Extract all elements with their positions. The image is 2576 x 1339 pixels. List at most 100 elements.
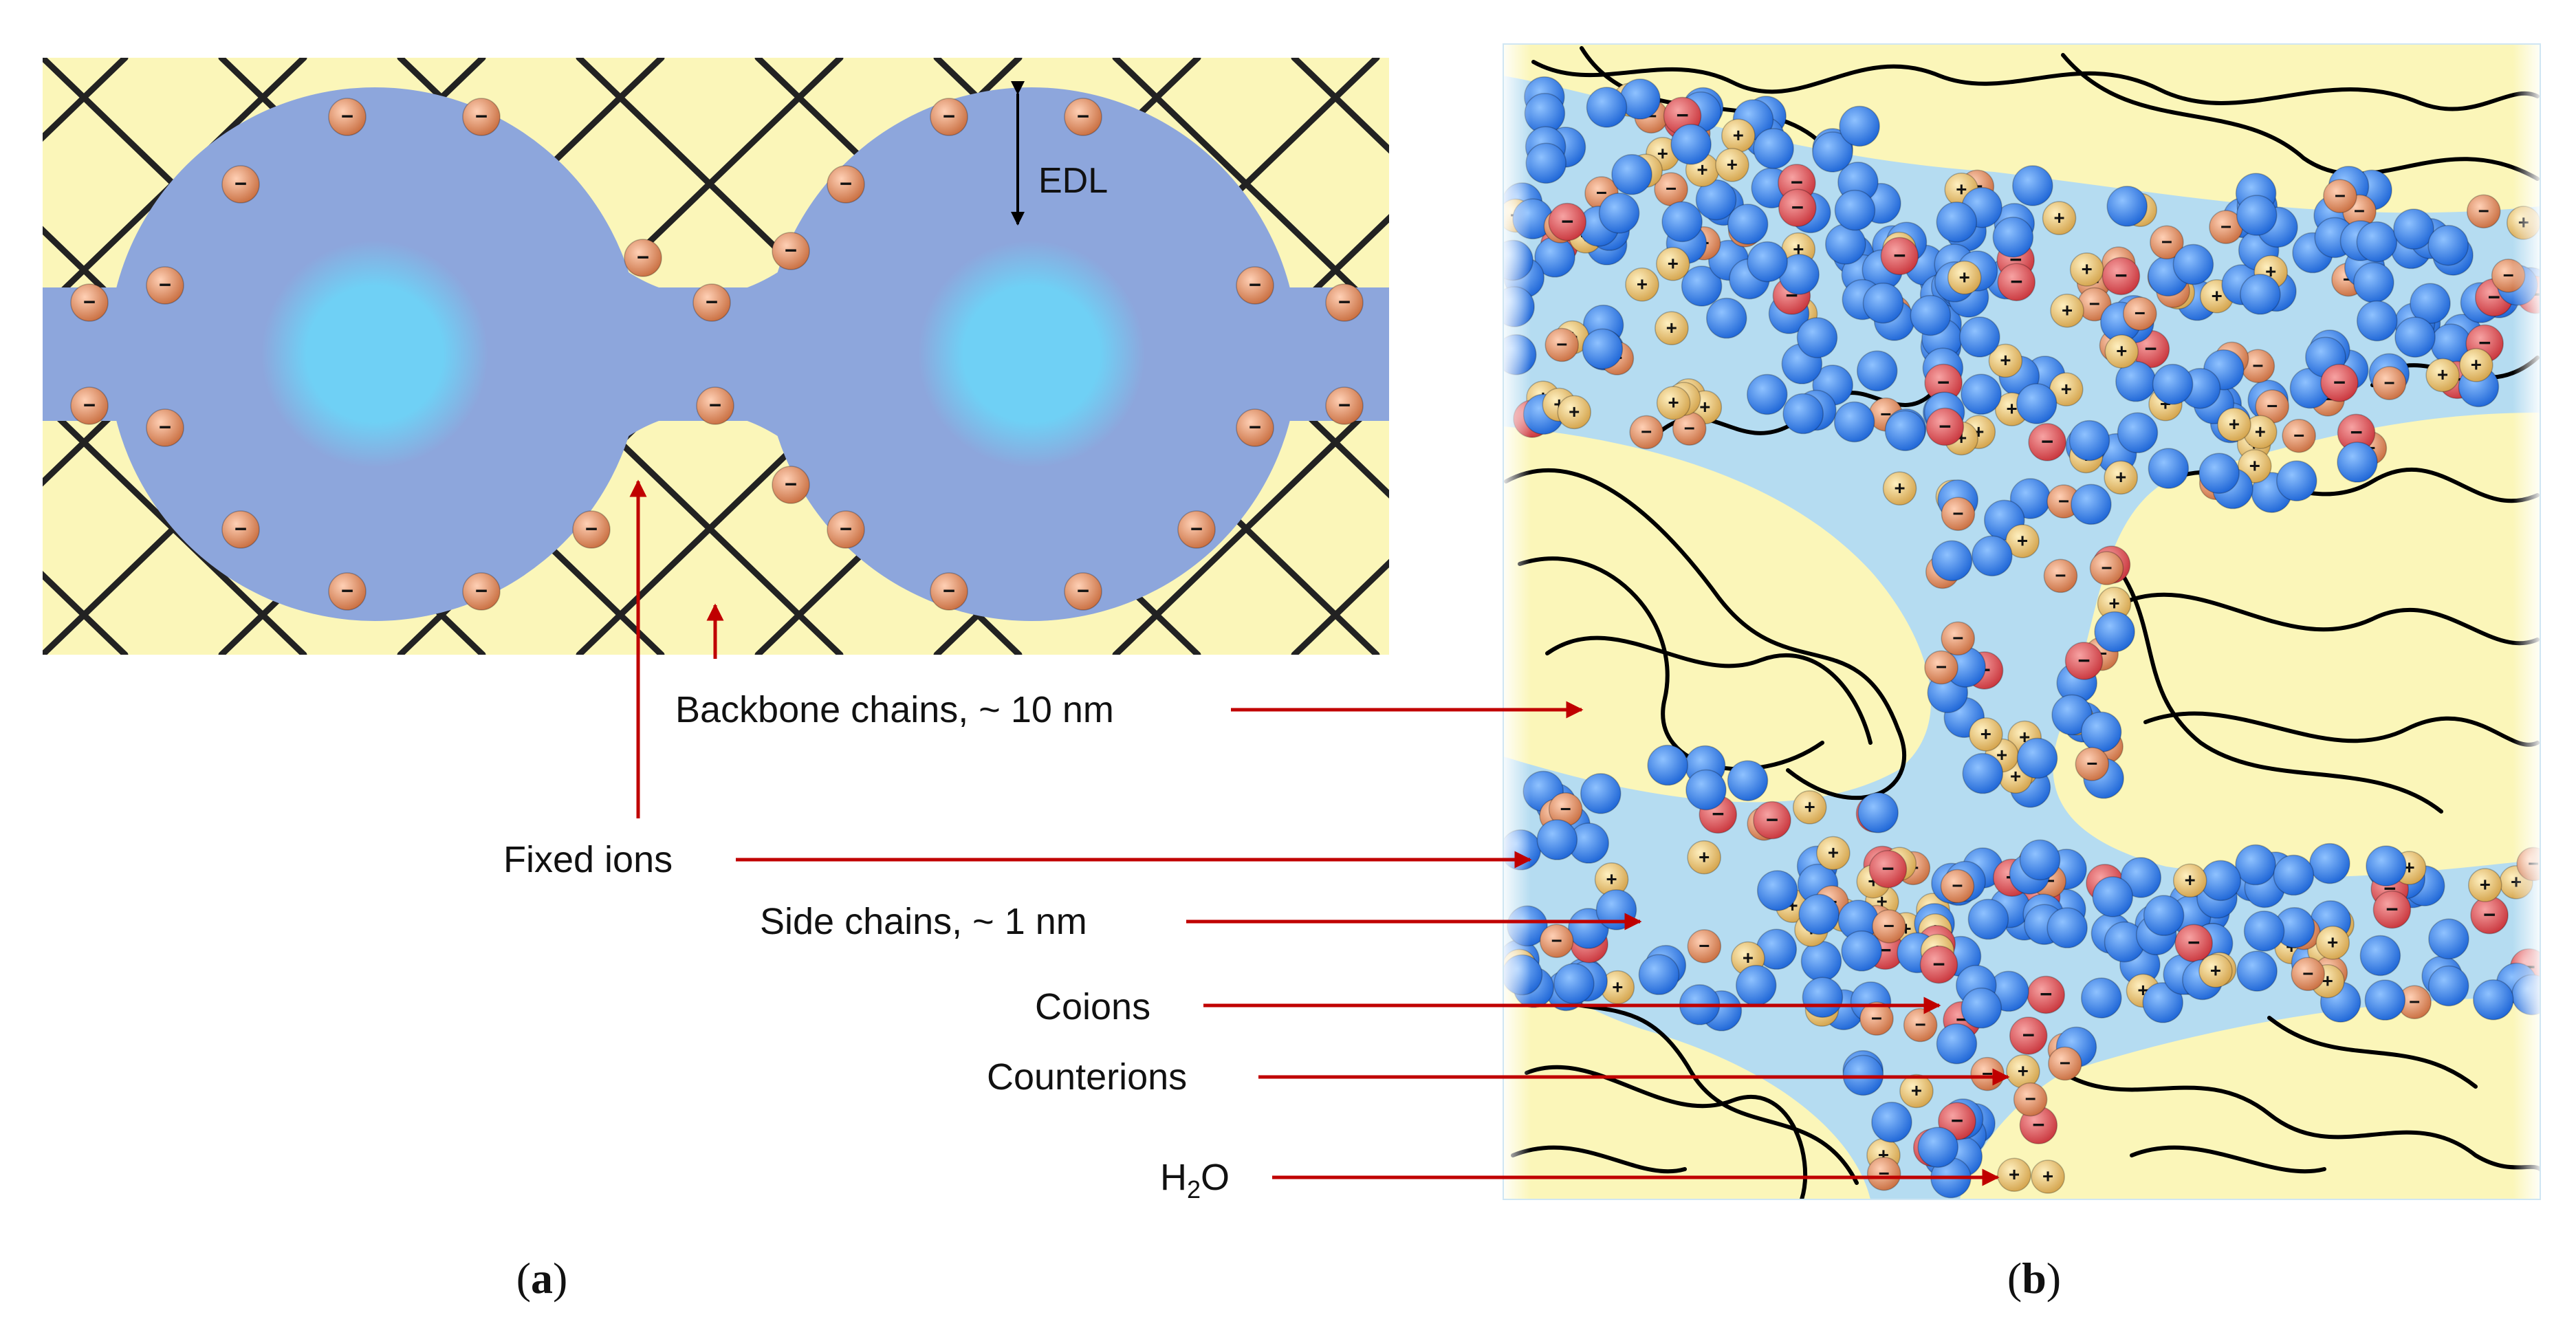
edl-marker: EDL [1011, 81, 1108, 226]
counterion: + [1882, 471, 1917, 506]
svg-text:−: − [2503, 265, 2514, 286]
water-molecule [2143, 895, 2185, 936]
svg-text:−: − [83, 290, 96, 314]
svg-text:−: − [1951, 1109, 1963, 1133]
polymer-chain [1545, 635, 1873, 745]
svg-text:−: − [341, 105, 353, 129]
fixed-ion: − [2209, 210, 2243, 244]
callout-arrows [629, 479, 2010, 1186]
label-coions: Coions [1035, 986, 1150, 1027]
water-molecule [2356, 221, 2398, 263]
label-water-subscript: 2 [1187, 1175, 1201, 1204]
water-molecule [1862, 282, 1904, 324]
svg-text:−: − [1077, 105, 1089, 129]
fixed-ion: − [1236, 409, 1274, 447]
water-molecule [1706, 297, 1747, 339]
svg-text:−: − [840, 517, 852, 541]
svg-text:+: + [2062, 299, 2073, 320]
fixed-ion: − [696, 387, 734, 425]
counterion: + [2049, 372, 2084, 406]
svg-text:+: + [1668, 252, 1679, 274]
water-molecule [1681, 265, 1723, 307]
fixed-ion: − [70, 283, 109, 322]
water-molecule [2172, 243, 2214, 285]
water-molecule [2117, 412, 2159, 454]
water-molecule [2080, 711, 2122, 753]
svg-text:−: − [2135, 303, 2146, 324]
callout-labels: Backbone chains, ~ 10 nm Fixed ions Side… [503, 689, 1230, 1204]
svg-text:−: − [1884, 915, 1895, 937]
counterion: + [1557, 395, 1591, 430]
fixed-ion: − [692, 283, 731, 322]
counterion: + [1792, 790, 1827, 825]
svg-text:+: + [1793, 238, 1804, 259]
svg-text:−: − [2478, 331, 2491, 355]
svg-text:−: − [2220, 216, 2231, 237]
water-molecule [1812, 131, 1853, 173]
svg-text:−: − [2293, 424, 2304, 446]
polymer-chain [1511, 1145, 1687, 1174]
svg-text:−: − [2335, 185, 2346, 206]
fixed-ion: − [1539, 924, 1574, 958]
counterion: + [2050, 293, 2084, 328]
svg-text:−: − [1791, 171, 1803, 195]
svg-text:+: + [2229, 413, 2240, 435]
counterion: + [2005, 524, 2040, 558]
coion: − [2372, 890, 2412, 929]
water-molecule [1753, 128, 1794, 169]
svg-text:+: + [2185, 869, 2196, 891]
water-molecule [2427, 224, 2469, 266]
counterion: + [2459, 348, 2493, 382]
svg-text:−: − [83, 393, 96, 417]
panel-b-frame [1503, 43, 2541, 1200]
water-molecule [1553, 963, 1595, 1004]
svg-text:+: + [2010, 765, 2021, 787]
svg-text:+: + [1657, 142, 1668, 164]
fixed-ion: − [2013, 1082, 2048, 1117]
water-molecule [2152, 364, 2194, 405]
polymer-chain [2102, 548, 2443, 814]
water-molecule [2394, 316, 2436, 358]
svg-text:−: − [1952, 627, 1963, 649]
svg-text:−: − [2041, 430, 2053, 454]
counterion: + [1715, 148, 1749, 182]
coion: − [1919, 945, 1958, 984]
coion: − [2009, 1016, 2048, 1055]
water-molecule [1857, 350, 1898, 392]
water-molecule [2094, 611, 2135, 653]
polymer-chain [1648, 416, 1790, 442]
backbone-chain [1112, 386, 1389, 655]
pore-core-right [918, 241, 1145, 468]
svg-text:−: − [2077, 649, 2090, 673]
coion: − [1924, 363, 1963, 402]
panel-a-pore-model: −−−−−−−−−−−−−−−−−−−−−−−−−−− EDL [43, 58, 1389, 655]
svg-text:−: − [1249, 273, 1261, 297]
fixed-ion: − [624, 239, 662, 277]
fixed-ion: − [146, 409, 184, 447]
water-molecule [1910, 294, 1952, 336]
svg-text:+: + [2327, 931, 2338, 952]
svg-text:+: + [2249, 455, 2260, 476]
water-molecule [1936, 1023, 1978, 1065]
polymer-chain [1525, 1065, 1808, 1199]
water-molecule [2356, 300, 2398, 342]
coion: − [2027, 975, 2065, 1014]
svg-text:+: + [2255, 421, 2266, 442]
fixed-ion: − [1866, 1156, 1901, 1191]
svg-text:−: − [2025, 1088, 2036, 1109]
svg-text:−: − [785, 472, 797, 497]
fixed-ion: − [1548, 792, 1583, 827]
water-molecule [1796, 317, 1838, 358]
water-molecule [1857, 792, 1899, 834]
edl-label: EDL [1038, 161, 1108, 201]
svg-text:+: + [2437, 364, 2448, 385]
water-molecule [1802, 977, 1844, 1018]
svg-text:+: + [1699, 846, 1710, 867]
svg-text:−: − [1249, 415, 1261, 439]
coion: − [2102, 257, 2141, 296]
water-molecule [1580, 773, 1622, 814]
counterion: + [1997, 1157, 2031, 1193]
svg-text:+: + [2007, 398, 2018, 420]
svg-text:+: + [1996, 744, 2007, 765]
svg-text:−: − [234, 172, 247, 196]
